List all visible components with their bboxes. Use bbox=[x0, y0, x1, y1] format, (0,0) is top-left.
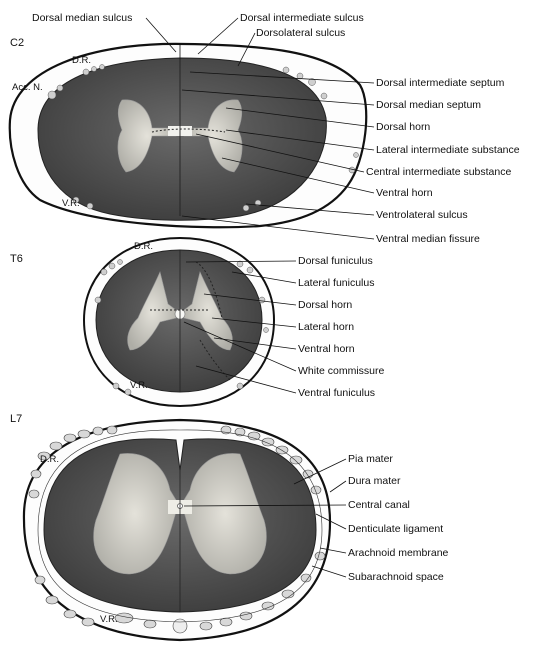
c2-ventrolateral-sulcus-label: Ventrolateral sulcus bbox=[376, 209, 468, 221]
c2-dorsal-median-sulcus-label: Dorsal median sulcus bbox=[32, 12, 132, 24]
c2-acc-n-label: Acc. N. bbox=[12, 82, 43, 93]
c2-dorsal-intermediate-septum-label: Dorsal intermediate septum bbox=[376, 77, 505, 89]
l7-arachnoid-membrane-label: Arachnoid membrane bbox=[348, 547, 449, 559]
l7-central-canal-label: Central canal bbox=[348, 499, 410, 511]
c2-vr-label: V.R. bbox=[62, 198, 80, 209]
l7-vr-label: V.R. bbox=[100, 614, 118, 625]
c2-level-label: C2 bbox=[10, 37, 24, 49]
c2-ventral-median-fissure-label: Ventral median fissure bbox=[376, 233, 480, 245]
c2-ventral-horn-label: Ventral horn bbox=[376, 187, 433, 199]
c2-dorsal-intermediate-sulcus-label: Dorsal intermediate sulcus bbox=[240, 12, 364, 24]
c2-dorsal-horn-label: Dorsal horn bbox=[376, 121, 430, 133]
c2-dorsolateral-sulcus-label: Dorsolateral sulcus bbox=[256, 27, 345, 39]
section-t6: T6 D.R. V.R. Dorsal funiculus Lateral fu… bbox=[10, 238, 385, 406]
l7-dr-label: D.R. bbox=[40, 454, 59, 465]
t6-lateral-funiculus-label: Lateral funiculus bbox=[298, 277, 374, 289]
c2-dorsal-median-septum-label: Dorsal median septum bbox=[376, 99, 481, 111]
t6-ventral-funiculus-label: Ventral funiculus bbox=[298, 387, 375, 399]
section-c2: C2 D.R. Acc. N. V.R. Dorsal median sulcu… bbox=[10, 12, 520, 245]
c2-central-intermediate-substance-label: Central intermediate substance bbox=[366, 166, 511, 178]
l7-pia-mater-label: Pia mater bbox=[348, 453, 393, 465]
t6-level-label: T6 bbox=[10, 253, 23, 265]
section-l7: L7 D.R. V.R. Pia mater Dura mater Centra… bbox=[10, 413, 449, 640]
t6-vr-label: V.R. bbox=[130, 380, 148, 391]
l7-denticulate-ligament-label: Denticulate ligament bbox=[348, 523, 443, 535]
l7-subarachnoid-space-label: Subarachnoid space bbox=[348, 571, 444, 583]
c2-lateral-intermediate-substance-label: Lateral intermediate substance bbox=[376, 144, 520, 156]
t6-dr-label: D.R. bbox=[134, 241, 153, 252]
t6-dorsal-funiculus-label: Dorsal funiculus bbox=[298, 255, 373, 267]
t6-lateral-horn-label: Lateral horn bbox=[298, 321, 354, 333]
t6-ventral-horn-label: Ventral horn bbox=[298, 343, 355, 355]
c2-cord bbox=[38, 58, 326, 220]
l7-dura-mater-label: Dura mater bbox=[348, 475, 401, 487]
c2-dr-label: D.R. bbox=[72, 55, 91, 66]
t6-dorsal-horn-label: Dorsal horn bbox=[298, 299, 352, 311]
l7-level-label: L7 bbox=[10, 413, 22, 425]
t6-white-commissure-label: White commissure bbox=[298, 365, 385, 377]
